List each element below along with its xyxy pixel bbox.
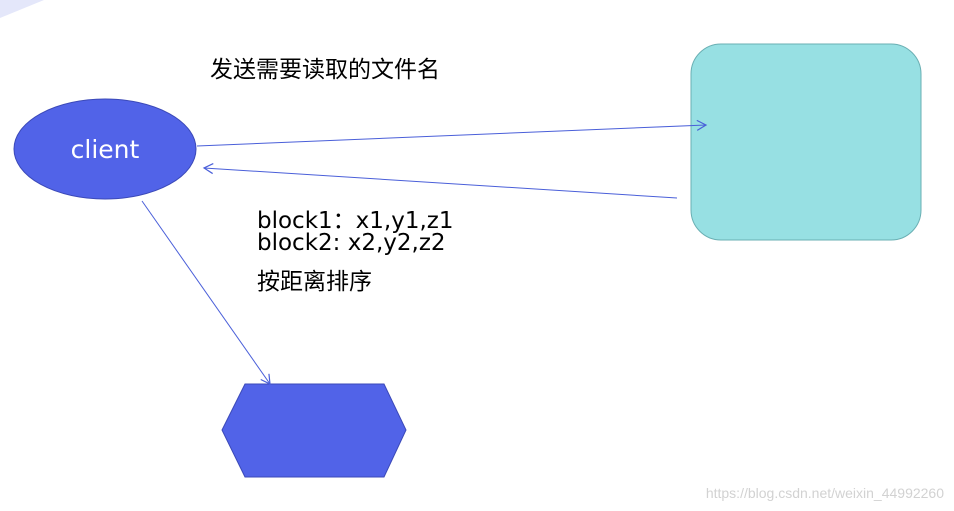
request-arrow — [196, 119, 708, 147]
block-info-line-1: block1：x1,y1,z1 — [257, 208, 454, 234]
response-arrow — [202, 163, 678, 199]
client-label: client — [70, 134, 140, 164]
server-node — [690, 43, 922, 241]
watermark-url: https://blog.csdn.net/weixin_44992260 — [705, 485, 944, 501]
sort-by-distance-label: 按距离排序 — [257, 269, 372, 295]
datanode-hexagon — [221, 383, 407, 478]
client-node — [13, 98, 197, 200]
corner-accent — [0, 0, 44, 18]
read-block-arrow — [141, 200, 271, 386]
request-label: 发送需要读取的文件名 — [210, 57, 440, 83]
block-info-line-2: block2: x2,y2,z2 — [257, 230, 446, 256]
